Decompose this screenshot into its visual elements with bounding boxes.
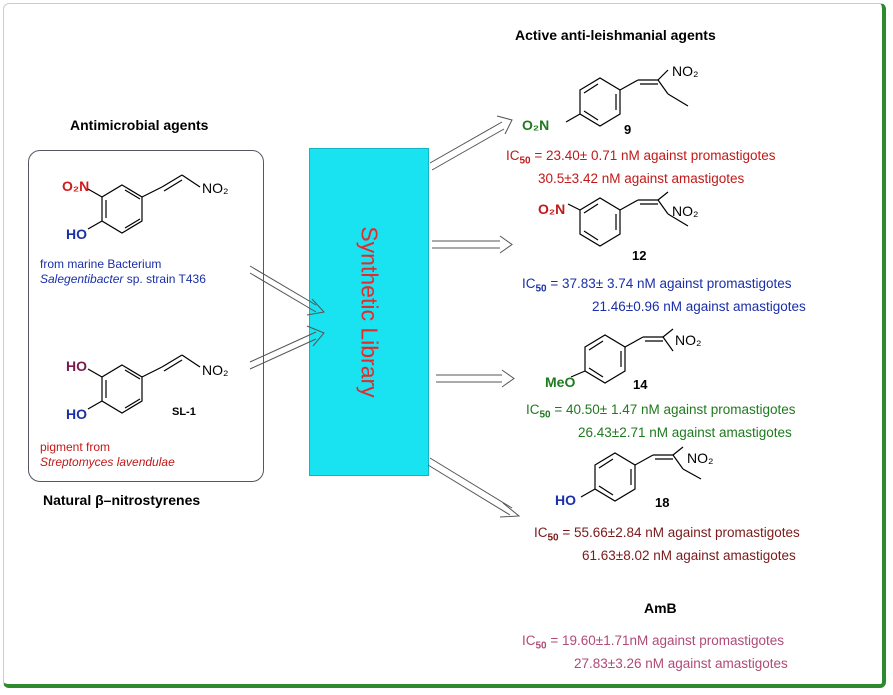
- arrow-to-compound-9: [429, 121, 503, 164]
- compound-12-no2: NO₂: [672, 203, 698, 219]
- compound-12-structure: O₂N NO₂ 12: [538, 191, 698, 263]
- arrow-compound1-to-library: [249, 265, 317, 306]
- no2-label: NO₂: [202, 180, 228, 196]
- compound-18-activity: IC50 = 55.66±2.84 nM against promastigot…: [534, 525, 800, 563]
- hydroxy-substituent-label: HO: [66, 226, 87, 242]
- source-text-2: pigment from Streptomyces lavendulae: [40, 440, 175, 469]
- nitro-substituent-label: O₂N: [62, 178, 89, 194]
- arrow-to-compound-18: [429, 457, 513, 509]
- synthetic-library-box: Synthetic Library: [309, 148, 429, 476]
- hydroxy-top-label: HO: [66, 358, 87, 374]
- compound-14-activity: IC50 = 40.50± 1.47 nM against promastigo…: [526, 402, 796, 440]
- compound-18-number: 18: [655, 495, 669, 510]
- compound-14-no2: NO₂: [675, 332, 701, 348]
- arrow-head-1: [306, 298, 325, 316]
- active-agents-header: Active anti-leishmanial agents: [515, 27, 716, 43]
- arrow-head-14: [501, 369, 515, 388]
- arrow-head-12: [499, 235, 513, 254]
- compound-18-structure: HO NO₂ 18: [555, 446, 713, 510]
- amb-activity: IC50 = 19.60±1.71nM against promastigote…: [522, 633, 788, 671]
- hydroxy-bottom-label: HO: [66, 406, 87, 422]
- compound-9-structure: O₂N NO₂ 9: [522, 63, 698, 137]
- compound-9-activity: IC50 = 23.40± 0.71 nM against promastigo…: [506, 148, 776, 186]
- compound-14-number: 14: [633, 377, 648, 392]
- no2-label: NO₂: [202, 362, 228, 378]
- compound-14-substituent: MeO: [545, 374, 575, 390]
- sl1-label: SL-1: [172, 406, 196, 418]
- compound-12-activity: IC50 = 37.83± 3.74 nM against promastigo…: [522, 276, 806, 314]
- outer-frame: [3, 3, 886, 688]
- arrow-compound2-to-library: [249, 331, 317, 363]
- source-text-1: from marine Bacterium Salegentibacter sp…: [40, 257, 206, 286]
- natural-nitrostyrenes-label: Natural β–nitrostyrenes: [43, 492, 201, 508]
- compound-12-substituent: O₂N: [538, 201, 565, 217]
- amb-label: AmB: [644, 600, 677, 616]
- sl1-structure: HO HO NO₂ SL-1: [66, 354, 228, 422]
- compound-18-substituent: HO: [555, 492, 576, 508]
- compound-12-number: 12: [632, 248, 646, 263]
- natural-compounds-box: [28, 150, 264, 482]
- compound-9-substituent: O₂N: [522, 117, 549, 133]
- arrow-head-18: [499, 502, 521, 518]
- compound-9-number: 9: [624, 122, 631, 137]
- arrow-head-9: [496, 115, 513, 135]
- compound-14-structure: MeO NO₂ 14: [545, 328, 701, 392]
- arrow-head-2: [306, 325, 325, 347]
- nitrocatechol-structure: O₂N HO NO₂: [62, 174, 228, 242]
- antimicrobial-header: Antimicrobial agents: [70, 117, 209, 133]
- compound-18-no2: NO₂: [687, 450, 713, 466]
- compound-9-no2: NO₂: [672, 63, 698, 79]
